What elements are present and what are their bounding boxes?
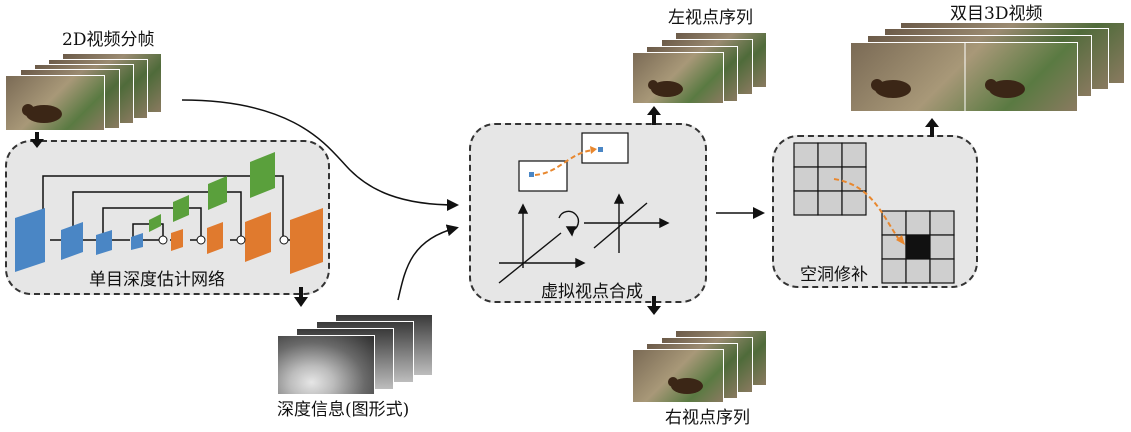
hole-filling-diagram xyxy=(793,142,955,284)
encoder-block-3 xyxy=(96,230,112,255)
encoder-block-1 xyxy=(15,208,45,272)
depth-network-box xyxy=(5,140,330,295)
skip-block-1 xyxy=(149,214,161,232)
bear-pair-icon xyxy=(871,43,1025,111)
fill-arrow xyxy=(833,178,901,242)
skip-block-2 xyxy=(173,195,189,222)
pixel-marker-1 xyxy=(529,172,534,177)
add-node-1 xyxy=(158,235,168,245)
skip-block-4 xyxy=(250,152,275,198)
bear-icon xyxy=(668,377,703,394)
hole-filling-label: 空洞修补 xyxy=(800,265,868,285)
decoder-block-2 xyxy=(207,222,223,254)
frames-to-synthesis-arrow xyxy=(181,99,459,211)
bear-icon xyxy=(22,104,62,123)
virtual-view-1 xyxy=(518,160,568,192)
source-grid xyxy=(793,142,867,216)
mapping-arrow xyxy=(534,149,594,176)
add-node-2 xyxy=(196,235,206,245)
right-frame-1 xyxy=(632,349,724,403)
depth-info-label: 深度信息(图形式) xyxy=(277,400,410,420)
encoder-block-2 xyxy=(61,222,83,260)
add-node-3 xyxy=(236,235,246,245)
left-frame-1 xyxy=(632,52,724,104)
view-synthesis-diagram xyxy=(498,132,670,284)
bear-icon xyxy=(648,80,683,97)
right-seq-label: 右视点序列 xyxy=(665,408,750,428)
input-frames-label: 2D视频分帧 xyxy=(62,30,155,50)
left-seq-label: 左视点序列 xyxy=(668,8,753,28)
skip-block-3 xyxy=(208,176,227,210)
unet-diagram xyxy=(15,152,323,274)
depth-to-synthesis-arrow xyxy=(397,224,459,301)
encoder-block-4 xyxy=(131,233,143,250)
decoder-block-4 xyxy=(290,208,323,274)
pixel-marker-2 xyxy=(598,147,603,152)
output-frame-1 xyxy=(850,42,1078,112)
add-node-4 xyxy=(279,235,289,245)
rotate-icon xyxy=(558,210,580,232)
hole-cell xyxy=(905,234,931,260)
target-grid xyxy=(881,210,955,284)
depth-network-label: 单目深度估计网络 xyxy=(89,270,225,290)
output-label: 双目3D视频 xyxy=(950,4,1043,24)
decoder-block-3 xyxy=(245,212,271,262)
view-synthesis-label: 虚拟视点合成 xyxy=(541,282,643,302)
depth-frame-1 xyxy=(277,335,375,395)
input-frame-1 xyxy=(5,75,105,131)
decoder-block-1 xyxy=(171,229,183,251)
virtual-view-2 xyxy=(581,132,629,164)
